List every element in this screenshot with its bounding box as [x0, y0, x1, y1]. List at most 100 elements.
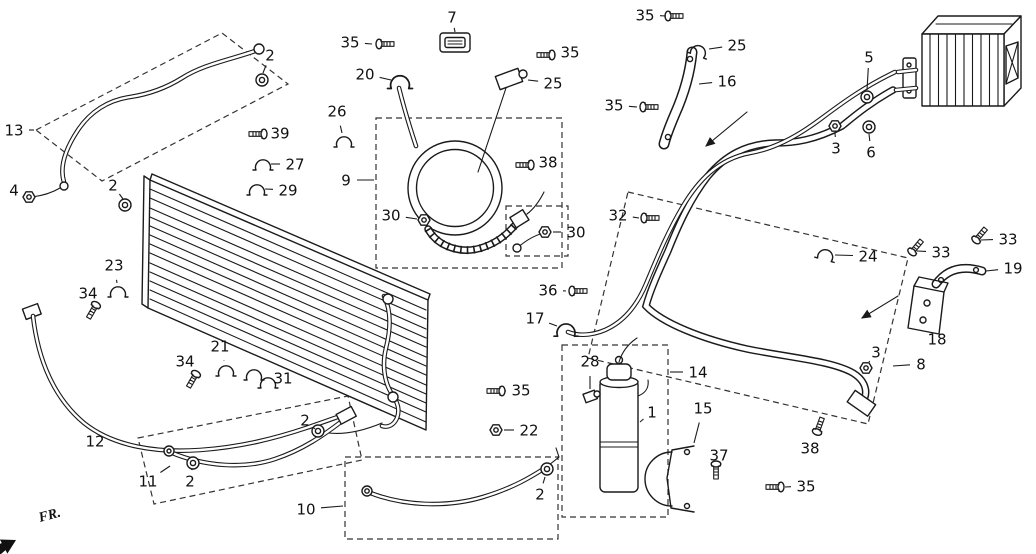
condenser	[141, 173, 431, 431]
callout-8-51: 8	[916, 355, 926, 373]
clamp-26	[333, 136, 355, 148]
callout-5-41: 5	[864, 48, 874, 66]
pipe-13	[31, 43, 265, 198]
bolt-36	[568, 285, 588, 297]
callout-9-27: 9	[341, 171, 351, 189]
nut-3-b	[859, 362, 873, 374]
callout-16-39: 16	[717, 72, 736, 90]
callout-30-29: 30	[566, 223, 585, 241]
leader-line-30-28	[405, 216, 418, 220]
group-box-30	[505, 205, 569, 257]
grommet-2-c	[311, 424, 325, 438]
leader-line-23-8	[115, 279, 118, 284]
receiver-drier	[599, 337, 649, 493]
grommet-2-b	[118, 198, 132, 212]
callout-19-48: 19	[1003, 259, 1022, 277]
liquid-pipe	[565, 69, 898, 338]
bolt-35-a	[375, 38, 395, 50]
hose-11	[163, 405, 357, 468]
callout-14-33: 14	[688, 363, 707, 381]
callout-29-6: 29	[278, 181, 297, 199]
callout-39-4: 39	[270, 124, 289, 142]
leader-line-11-14	[160, 465, 171, 473]
leader-line-8-51	[892, 364, 911, 367]
nut-30-a	[417, 214, 431, 226]
leader-line-6-43	[868, 133, 871, 142]
callout-18-49: 18	[927, 330, 946, 348]
leader-line-3-50	[868, 360, 871, 363]
leader-line-20-22	[379, 76, 392, 81]
callout-13-0: 13	[4, 121, 23, 139]
leader-line-2-3	[118, 193, 124, 200]
hose-10	[361, 447, 560, 507]
callout-25-38: 25	[727, 36, 746, 54]
callout-2-15: 2	[185, 472, 195, 490]
leader-line-1-34	[639, 418, 644, 423]
callout-2-16: 2	[300, 411, 310, 429]
callout-7-23: 7	[447, 8, 457, 26]
bolt-35-d	[639, 101, 659, 113]
bracket-16	[658, 46, 698, 150]
leader-line-7-23	[453, 27, 456, 33]
bolt-38-a	[515, 159, 535, 171]
bolt-35-e	[486, 385, 506, 397]
callout-26-7: 26	[327, 102, 346, 120]
callout-1-34: 1	[647, 403, 657, 421]
callout-15-35: 15	[693, 399, 712, 417]
leader-line-19-48	[985, 269, 999, 272]
leader-line-16-39	[698, 82, 713, 85]
hose-coil-9	[396, 85, 545, 255]
callout-21-11: 21	[210, 337, 229, 355]
leader-line-10-17	[320, 505, 344, 509]
leader-line-5-41	[866, 67, 869, 91]
nut-30-b	[538, 226, 552, 238]
group-box-8	[587, 191, 909, 425]
bolt-33-a	[905, 236, 927, 259]
callout-2-18: 2	[535, 485, 545, 503]
plate-7	[439, 32, 471, 53]
clamp-23	[107, 286, 129, 298]
callout-6-43: 6	[866, 143, 876, 161]
leader-line-2-16	[312, 426, 316, 430]
callout-31-12: 31	[273, 369, 292, 387]
grommet-2-a	[255, 73, 269, 87]
callout-22-19: 22	[519, 421, 538, 439]
bracket-15	[644, 445, 695, 513]
callout-20-22: 20	[355, 65, 374, 83]
leader-line-2-2	[262, 65, 267, 74]
bolt-35-f	[765, 481, 785, 493]
callout-34-10: 34	[175, 352, 194, 370]
callout-2-3: 2	[108, 176, 118, 194]
evaporator-unit	[893, 15, 1022, 107]
clamp-21	[215, 365, 237, 377]
bolt-39	[248, 128, 268, 140]
dashed-group-boxes	[34, 32, 909, 540]
leader-line-15-35	[693, 422, 700, 444]
nut-4	[22, 191, 36, 203]
callout-25-25: 25	[543, 74, 562, 92]
callout-33-46: 33	[931, 243, 950, 261]
callout-33-47: 33	[998, 230, 1017, 248]
callout-3-50: 3	[871, 343, 881, 361]
callout-32-44: 32	[608, 206, 627, 224]
callout-23-8: 23	[104, 256, 123, 274]
valve-28	[582, 389, 601, 404]
grommet-2-e	[540, 462, 554, 476]
bolt-38-b	[810, 415, 828, 438]
group-box-14	[561, 344, 669, 518]
leader-line-26-7	[339, 125, 343, 134]
callout-35-24: 35	[560, 43, 579, 61]
grommet-5	[860, 90, 874, 104]
pointer-arrow-1	[705, 111, 748, 147]
bolt-33-b	[969, 224, 991, 247]
pipe-12	[21, 302, 355, 454]
clamp-24	[814, 246, 838, 264]
leader-line-17-31	[548, 322, 558, 327]
callout-35-20: 35	[511, 381, 530, 399]
callout-2-2: 2	[265, 46, 275, 64]
condenser-pipe	[317, 293, 401, 434]
callout-38-26: 38	[538, 153, 557, 171]
nut-3-a	[828, 120, 842, 132]
